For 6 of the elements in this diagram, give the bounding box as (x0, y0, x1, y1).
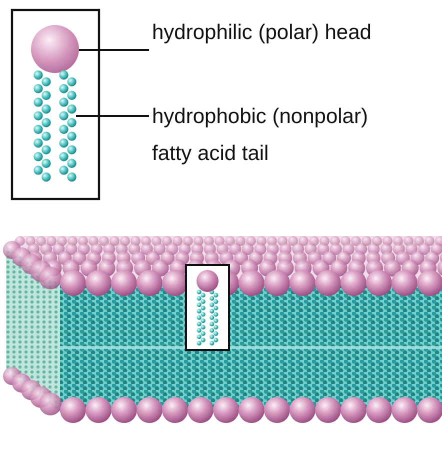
callout-label: hydrophobic (nonpolar) fatty acid tail (152, 98, 392, 209)
fatty-acid-tails-icon (34, 70, 76, 184)
callout-label: hydrophilic (polar) head (152, 14, 392, 90)
leader-line (78, 49, 149, 51)
leader-line (76, 115, 149, 117)
phospholipid-head-icon (31, 25, 79, 73)
